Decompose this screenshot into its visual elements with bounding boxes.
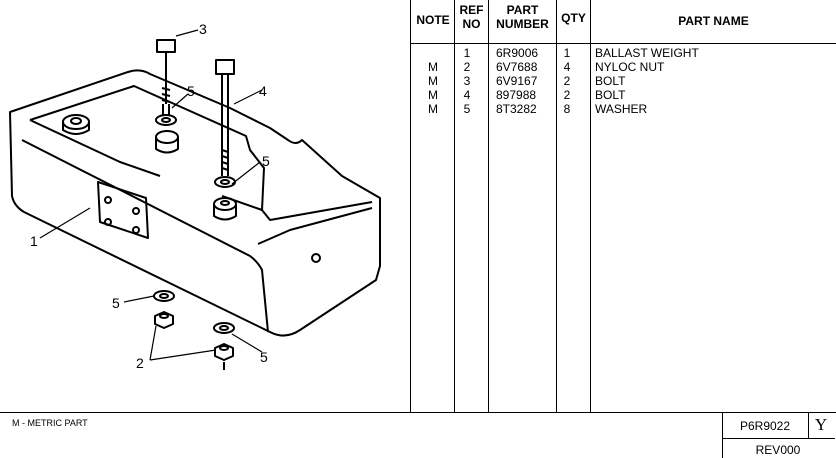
document-number: P6R9022 (739, 419, 791, 433)
column-divider (454, 0, 455, 412)
callout-5c: 5 (112, 295, 120, 311)
header-ref: REF NO (459, 3, 484, 31)
column-divider (488, 0, 489, 412)
footer-divider (0, 412, 836, 413)
bolt-3 (156, 39, 176, 116)
ballast-weight-drawing: 1 2 3 4 5 5 5 5 (9, 21, 381, 371)
metric-footnote: M - METRIC PART (12, 418, 88, 428)
revision-letter: Y (814, 415, 828, 434)
header-divider (410, 43, 836, 44)
header-note: NOTE (416, 13, 450, 27)
bolt-4 (215, 59, 235, 176)
callout-3: 3 (199, 21, 207, 37)
callout-4: 4 (259, 83, 267, 99)
table-row: 1 6R9006 1 BALLAST WEIGHT (463, 46, 699, 60)
header-part-number: PART NUMBER (496, 3, 549, 31)
callout-5b: 5 (262, 153, 270, 169)
header-part-name: PART NAME (678, 14, 749, 28)
ballast-weight-body (9, 69, 381, 337)
table-row: M 4 897988 2 BOLT (428, 88, 626, 102)
document-id-box: P6R9022 Y REV000 (722, 413, 836, 458)
revision-label: REV000 (755, 443, 801, 457)
table-row: M 2 6V7688 4 NYLOC NUT (428, 60, 665, 74)
callout-1: 1 (30, 233, 38, 249)
header-qty: QTY (561, 11, 586, 25)
parts-rows: 1 6R9006 1 BALLAST WEIGHT M 2 6V7688 4 N… (410, 46, 836, 116)
callout-5a: 5 (187, 83, 195, 99)
column-divider (556, 0, 557, 412)
callout-2: 2 (136, 355, 144, 371)
exploded-parts-diagram: 1 2 3 4 5 5 5 5 (0, 0, 410, 412)
parts-table: NOTE REF NO PART NUMBER QTY PART NAME 1 … (410, 0, 836, 412)
mounting-plate (97, 181, 149, 239)
table-row: M 3 6V9167 2 BOLT (428, 74, 626, 88)
table-row: M 5 8T3282 8 WASHER (428, 102, 648, 116)
column-divider (590, 0, 591, 412)
callout-5d: 5 (260, 349, 268, 365)
table-border-left (410, 0, 411, 412)
